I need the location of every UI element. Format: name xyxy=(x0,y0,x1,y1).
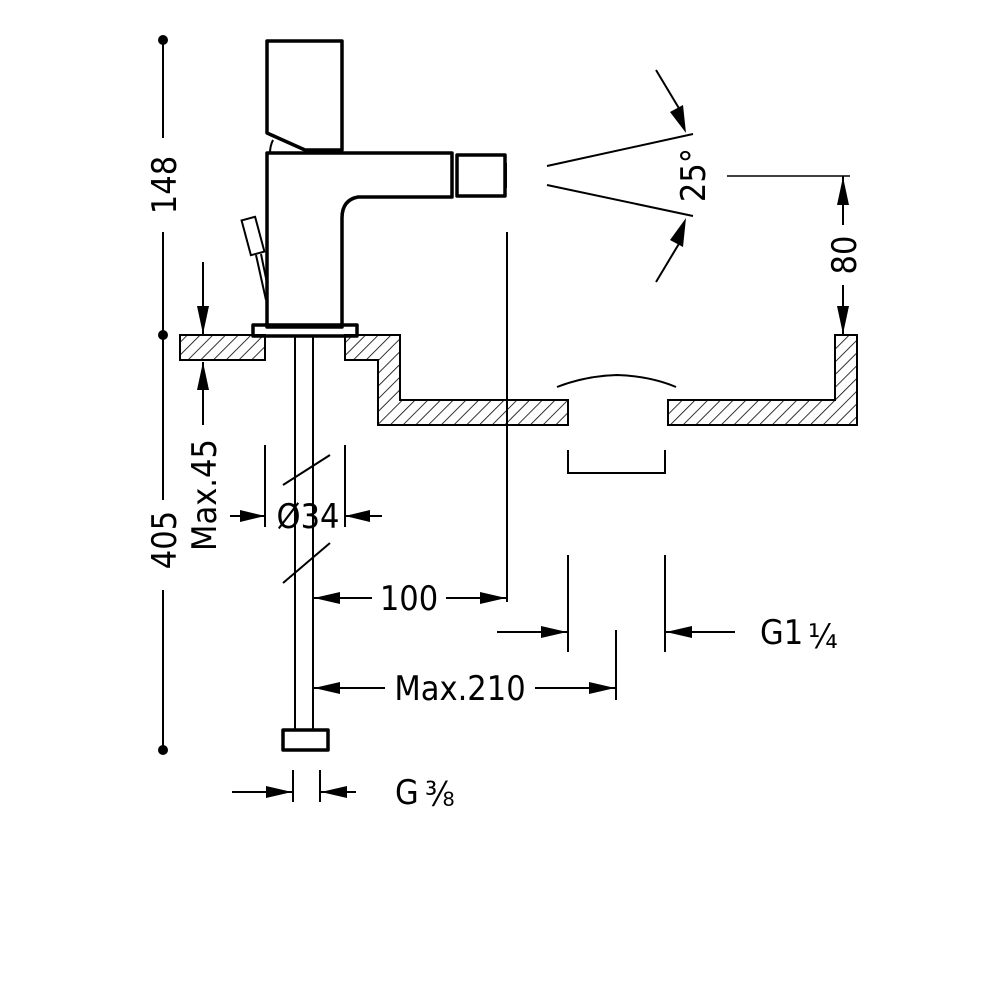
supply-thread-dimension: G ⅜ xyxy=(232,770,455,815)
overall-height-dimension: 148 405 xyxy=(145,35,185,755)
spray-angle-dimension: 25° xyxy=(546,69,714,283)
dim-100: 100 xyxy=(380,579,438,619)
dim-g: G xyxy=(395,773,419,813)
spout-body xyxy=(265,151,454,329)
spout-reach-dimension: 100 xyxy=(313,232,508,619)
dim-g1-fraction: ¼ xyxy=(808,617,838,657)
handle xyxy=(265,39,344,152)
faucet-body xyxy=(240,39,507,752)
dim-diameter-34: Ø34 xyxy=(277,497,340,537)
waste-thread-dimension: G1 ¼ xyxy=(497,555,838,657)
bidet-section xyxy=(179,334,858,474)
pop-up-lever xyxy=(240,215,268,301)
dim-max-210: Max.210 xyxy=(394,669,525,709)
dim-g-fraction: ⅜ xyxy=(425,775,455,815)
hole-diameter-dimension: Ø34 xyxy=(230,445,382,584)
deck-thickness-dimension: Max.45 xyxy=(185,262,225,551)
max-distance-dimension: Max.210 xyxy=(313,630,617,709)
dim-80: 80 xyxy=(825,236,865,275)
nozzle xyxy=(455,153,507,198)
dim-405: 405 xyxy=(145,511,185,569)
base-plate xyxy=(251,323,359,338)
drain-body xyxy=(567,450,666,474)
rim-height-dimension: 80 xyxy=(727,175,865,334)
dim-g1: G1 xyxy=(760,613,803,653)
drain-cap xyxy=(556,373,677,388)
dim-148: 148 xyxy=(145,156,185,214)
pipe-fitting xyxy=(281,728,330,752)
dim-max-45: Max.45 xyxy=(185,439,225,551)
dim-25-degrees: 25° xyxy=(674,148,714,202)
